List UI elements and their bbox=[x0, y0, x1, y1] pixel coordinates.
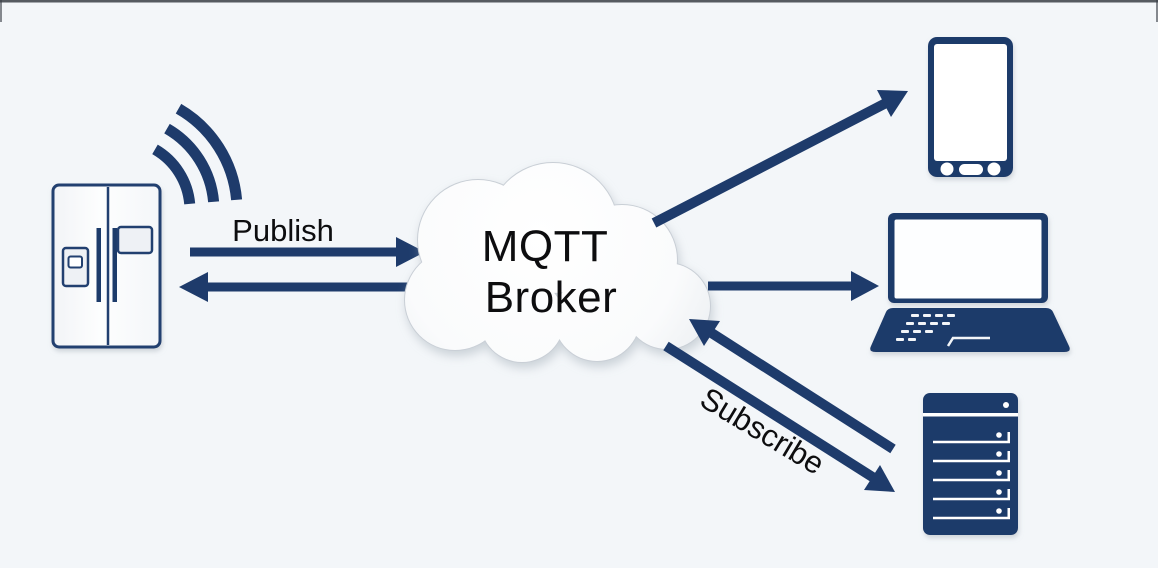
subscribe-down-shaft bbox=[663, 341, 877, 483]
fridge-dispenser-slot bbox=[67, 255, 83, 269]
phone-button-right bbox=[987, 162, 1001, 176]
laptop-screen bbox=[894, 219, 1042, 299]
broker-label-line2: Broker bbox=[485, 273, 618, 322]
left-edge-mark bbox=[0, 0, 2, 22]
fridge-left-handle bbox=[96, 228, 101, 302]
server-rack-icon bbox=[923, 393, 1018, 535]
smart-refrigerator-icon bbox=[51, 183, 162, 349]
laptop-icon bbox=[870, 213, 1070, 352]
server-top-separator bbox=[923, 413, 1018, 417]
broker-label: MQTT Broker bbox=[482, 222, 621, 322]
publish-label: Publish bbox=[232, 213, 334, 248]
top-edge-line bbox=[0, 0, 1158, 3]
phone-screen bbox=[934, 44, 1007, 161]
broker-label-line1: MQTT bbox=[482, 222, 608, 271]
subscribe-up-head bbox=[689, 319, 720, 346]
server-to-broker-arrow bbox=[689, 319, 896, 454]
phone-arrow-head bbox=[877, 90, 908, 117]
fridge-right-handle bbox=[112, 228, 117, 302]
broker-to-laptop-arrow bbox=[708, 271, 879, 301]
return-arrow-head bbox=[179, 272, 208, 302]
publish-arrow-shaft bbox=[190, 247, 398, 257]
publish-arrow bbox=[190, 237, 425, 267]
broker-to-phone-arrow bbox=[651, 90, 908, 228]
wifi-waves-icon bbox=[152, 103, 243, 205]
fridge-body bbox=[51, 183, 162, 349]
publish-arrow-head bbox=[396, 237, 425, 267]
laptop-arrow-head bbox=[851, 271, 879, 301]
wifi-wave-outer bbox=[175, 103, 243, 201]
broker-to-server-arrow bbox=[663, 341, 895, 492]
mqtt-broker-cloud bbox=[404, 162, 711, 363]
phone-arrow-shaft bbox=[651, 98, 889, 228]
laptop-base bbox=[870, 308, 1070, 352]
right-edge-mark bbox=[1156, 0, 1158, 22]
phone-home-button bbox=[959, 164, 983, 175]
subscribe-up-shaft bbox=[707, 327, 896, 454]
laptop-touchpad bbox=[946, 336, 990, 347]
laptop-arrow-shaft bbox=[708, 281, 853, 291]
server-slots bbox=[933, 432, 1010, 520]
return-arrow-shaft bbox=[206, 282, 430, 292]
server-top-led bbox=[1003, 402, 1009, 408]
wifi-wave-middle bbox=[164, 123, 220, 203]
phone-button-left bbox=[940, 162, 954, 176]
smartphone-icon bbox=[928, 37, 1013, 177]
subscribe-down-head bbox=[864, 465, 895, 492]
broker-to-publisher-arrow bbox=[179, 272, 430, 302]
laptop-keyboard bbox=[896, 314, 955, 341]
fridge-display-panel bbox=[116, 225, 154, 255]
wifi-wave-inner bbox=[152, 144, 196, 205]
